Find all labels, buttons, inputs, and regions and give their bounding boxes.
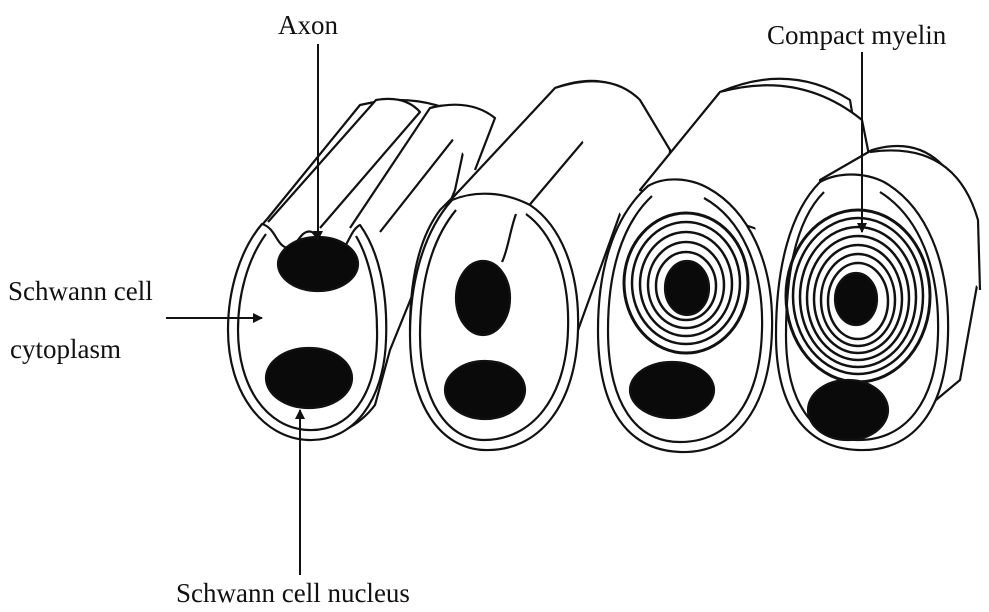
cytoplasm-label-line1: Schwann cell <box>8 278 153 305</box>
stage-3-axon <box>665 261 709 315</box>
stage-3-nucleus <box>630 362 714 418</box>
nucleus-label: Schwann cell nucleus <box>176 580 410 607</box>
axon-label: Axon <box>278 12 338 39</box>
stage-2-axon <box>456 261 510 335</box>
stage-2-nucleus <box>445 361 525 419</box>
stage-4-nucleus <box>808 380 888 440</box>
stage-1-nucleus <box>266 348 352 408</box>
stage-4-axon <box>835 273 877 325</box>
compact-myelin-label: Compact myelin <box>767 22 946 49</box>
stage-1-axon <box>278 237 358 291</box>
cytoplasm-label-line2: cytoplasm <box>10 336 121 363</box>
